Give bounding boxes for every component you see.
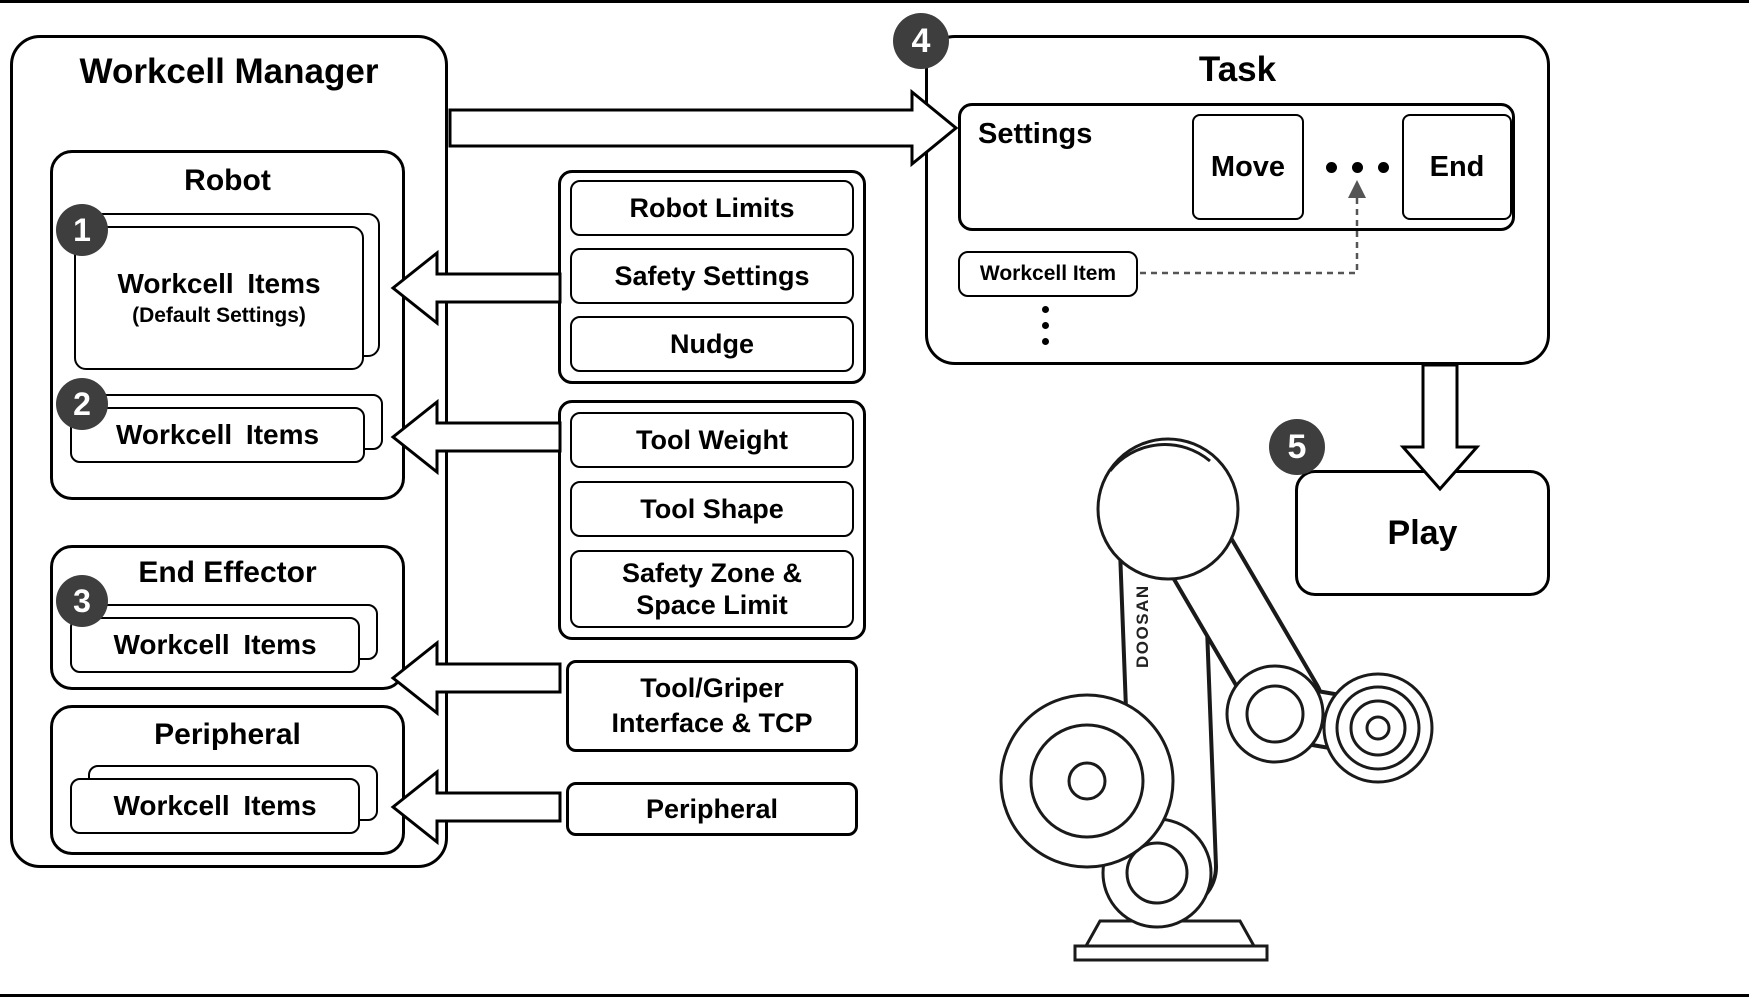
end-effector-items-box: Workcell Items: [70, 617, 360, 673]
safety-zone-box: Safety Zone & Space Limit: [570, 550, 854, 628]
robot-default-items-box: Workcell Items (Default Settings): [74, 226, 364, 370]
robot-wrist-joint: [1225, 664, 1325, 764]
end-effector-section-title: End Effector: [138, 556, 317, 589]
task-workcell-item-chip: Workcell Item: [958, 251, 1138, 297]
tool-gripper-box: Tool/Griper Interface & TCP: [566, 660, 858, 752]
peripheral-items-box: Workcell Items: [70, 778, 360, 834]
step-badge-5: 5: [1269, 419, 1325, 475]
workcell-item-ellipsis-icon: [1042, 306, 1049, 345]
safety-zone-line1: Safety Zone &: [621, 557, 803, 588]
tool-shape-box: Tool Shape: [570, 481, 854, 537]
robot-section-title: Robot: [184, 164, 271, 197]
robot-base-mount: [1083, 919, 1257, 948]
safety-settings-box: Safety Settings: [570, 248, 854, 304]
robot-default-items-sublabel: (Default Settings): [132, 304, 306, 327]
robot-tool-flange: [1322, 672, 1434, 784]
task-settings-label: Settings: [978, 118, 1093, 150]
robot-items-box: Workcell Items: [70, 407, 365, 463]
step-badge-2: 2: [56, 378, 108, 430]
nudge-box: Nudge: [570, 316, 854, 372]
peripheral-section-title: Peripheral: [154, 718, 301, 751]
arrow-manager-to-task-icon: [448, 88, 959, 168]
step-badge-4: 4: [893, 13, 949, 69]
task-ellipsis-dots-icon: [1326, 162, 1389, 173]
task-move-block: Move: [1192, 114, 1304, 220]
robot-brand-text: DOOSAN: [1133, 584, 1152, 668]
bottom-border-line: [0, 994, 1749, 997]
robot-elbow-joint: [1096, 437, 1240, 581]
task-title: Task: [1198, 50, 1277, 89]
tool-gripper-line2: Interface & TCP: [611, 708, 813, 738]
tool-weight-box: Tool Weight: [570, 412, 854, 468]
step-badge-1: 1: [56, 204, 108, 256]
workcell-manager-title: Workcell Manager: [79, 52, 379, 91]
top-border-line: [0, 0, 1749, 3]
safety-zone-line2: Space Limit: [636, 590, 788, 620]
robot-default-items-label: Workcell Items: [117, 268, 321, 299]
robot-base-joint: [1101, 817, 1213, 929]
play-box: Play: [1295, 470, 1550, 596]
robot-shoulder-joint: [999, 693, 1175, 869]
robot-base-plate: [1073, 944, 1269, 962]
tool-gripper-line1: Tool/Griper: [640, 672, 784, 703]
task-end-block: End: [1402, 114, 1512, 220]
robot-limits-box: Robot Limits: [570, 180, 854, 236]
peripheral-param-box: Peripheral: [566, 782, 858, 836]
step-badge-3: 3: [56, 575, 108, 627]
